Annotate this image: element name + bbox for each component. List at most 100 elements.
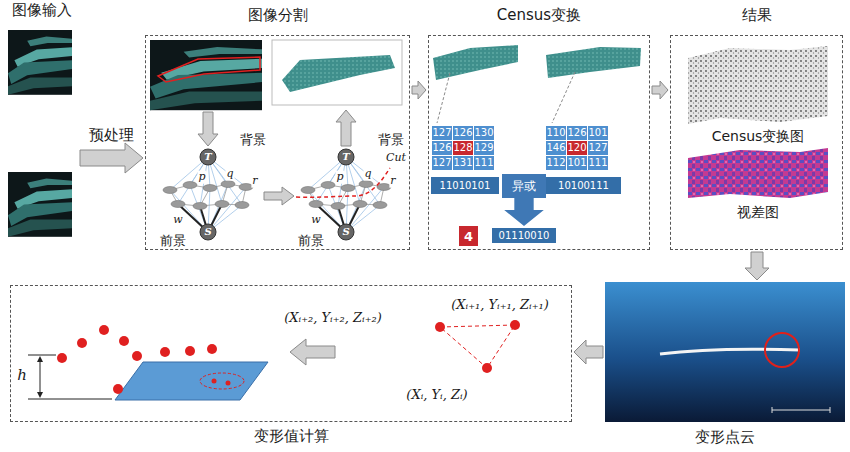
segmentation-images bbox=[282, 55, 395, 92]
deformation-sketch bbox=[482, 363, 492, 373]
census-images bbox=[546, 47, 641, 78]
node-text: 01110010 bbox=[492, 228, 556, 243]
coordinate-label: (Xᵢ₊₁, Yᵢ₊₁, Zᵢ₊₁) bbox=[450, 298, 550, 313]
point-cloud-panel: 变形点云 bbox=[605, 282, 845, 422]
region-label: 前景 bbox=[297, 234, 325, 249]
census-matrix bbox=[453, 141, 473, 155]
matrix-cell: 110 bbox=[546, 127, 565, 139]
census-images bbox=[433, 45, 641, 123]
deformation-sketch bbox=[115, 362, 268, 400]
census-matrix bbox=[588, 126, 608, 140]
xor-arrow-shape bbox=[502, 174, 546, 226]
deformation-sketch bbox=[37, 356, 43, 362]
census-matrix bbox=[546, 156, 566, 170]
census-matrix bbox=[567, 141, 587, 155]
census-images bbox=[552, 72, 575, 123]
point-cloud-image bbox=[772, 407, 830, 413]
segmentation-images bbox=[158, 57, 260, 82]
census-matrix bbox=[432, 156, 452, 170]
matrix-cell: 127 bbox=[432, 157, 451, 169]
matrix-cell: 127 bbox=[432, 127, 451, 139]
census-matrix bbox=[474, 156, 494, 170]
census-matrix bbox=[432, 126, 452, 140]
terminal-letter: S bbox=[342, 226, 349, 238]
census-matrix bbox=[546, 126, 566, 140]
coordinate-label: (Xᵢ₊₂, Yᵢ₊₂, Zᵢ₊₂) bbox=[283, 311, 383, 326]
deformation-sketch bbox=[132, 351, 142, 361]
node-text: 10100111 bbox=[546, 177, 621, 194]
block-arrow bbox=[264, 187, 294, 205]
deformation-sketch bbox=[200, 373, 244, 389]
input-images bbox=[8, 30, 72, 237]
census-matrix bbox=[432, 141, 452, 155]
edge-label: 预处理 bbox=[89, 127, 134, 144]
deformation-sketch bbox=[510, 320, 520, 330]
binary-code: 01110010 bbox=[492, 228, 556, 243]
graph-symbol: p bbox=[197, 171, 206, 184]
dimension-label: h bbox=[17, 367, 27, 384]
panel-title: 图像分割 bbox=[248, 6, 308, 24]
census-images bbox=[433, 45, 518, 80]
deformation-sketch bbox=[226, 381, 231, 386]
matrix-cell: 111 bbox=[474, 157, 493, 169]
segmentation-panel: 图像分割 bbox=[145, 35, 410, 250]
matrix-cell: 101 bbox=[567, 157, 586, 169]
result-images bbox=[688, 46, 828, 198]
deformation-sketch bbox=[77, 338, 87, 348]
deformation-sketch bbox=[119, 336, 129, 346]
graph-symbol: Cut bbox=[385, 152, 407, 165]
census-matrix bbox=[588, 141, 608, 155]
matrix-cell: 126 bbox=[453, 127, 472, 139]
matrix-cell: 128 bbox=[453, 142, 472, 154]
deformation-sketch bbox=[57, 325, 217, 394]
node-text: 4 bbox=[459, 226, 478, 246]
region-label: 前景 bbox=[159, 234, 187, 249]
block-arrow bbox=[412, 81, 426, 99]
binary-code: 10100111 bbox=[546, 177, 621, 194]
census-matrix bbox=[588, 156, 608, 170]
census-matrix bbox=[453, 156, 473, 170]
matrix-cell: 120 bbox=[567, 142, 586, 154]
graph-symbol: w bbox=[172, 214, 183, 227]
input-images bbox=[8, 30, 72, 95]
graph-symbol: r bbox=[251, 175, 258, 188]
deformation-sketch bbox=[185, 346, 195, 356]
point-cloud-image bbox=[605, 282, 845, 422]
graph-cut-model bbox=[296, 168, 390, 197]
census-matrix bbox=[474, 141, 494, 155]
matrix-cell: 126 bbox=[567, 127, 586, 139]
census-matrix bbox=[567, 156, 587, 170]
panel-title: 变形值计算 bbox=[254, 427, 329, 445]
graph-symbol: q bbox=[363, 168, 372, 181]
deformation-sketch bbox=[28, 355, 112, 399]
deformation-sketch bbox=[28, 320, 520, 400]
deformation-sketch bbox=[160, 347, 170, 357]
deformation-sketch bbox=[440, 325, 515, 368]
matrix-cell: 126 bbox=[432, 142, 451, 154]
matrix-cell: 127 bbox=[588, 142, 607, 154]
block-arrow bbox=[574, 340, 603, 364]
panel-title: 图像输入 bbox=[12, 1, 72, 19]
block-arrow bbox=[198, 112, 218, 146]
deformation-sketch bbox=[212, 379, 217, 384]
census-images bbox=[437, 73, 450, 123]
panel-title: 结果 bbox=[742, 6, 772, 24]
deformation-sketch bbox=[207, 344, 217, 354]
panel-title: 变形点云 bbox=[695, 428, 755, 446]
graph-symbol: q bbox=[225, 168, 234, 181]
image-caption: Census变换图 bbox=[712, 128, 805, 144]
result-images bbox=[688, 148, 828, 198]
region-label: 背景 bbox=[239, 133, 267, 148]
census-matrix bbox=[474, 126, 494, 140]
block-arrow bbox=[290, 339, 335, 365]
block-arrow bbox=[198, 110, 356, 365]
matrix-cell: 146 bbox=[546, 142, 565, 154]
deformation-sketch bbox=[435, 322, 445, 332]
result-images bbox=[688, 46, 828, 124]
graph-cut-model bbox=[163, 149, 253, 240]
region-label: 背景 bbox=[377, 133, 405, 148]
segmentation-images bbox=[150, 40, 262, 110]
